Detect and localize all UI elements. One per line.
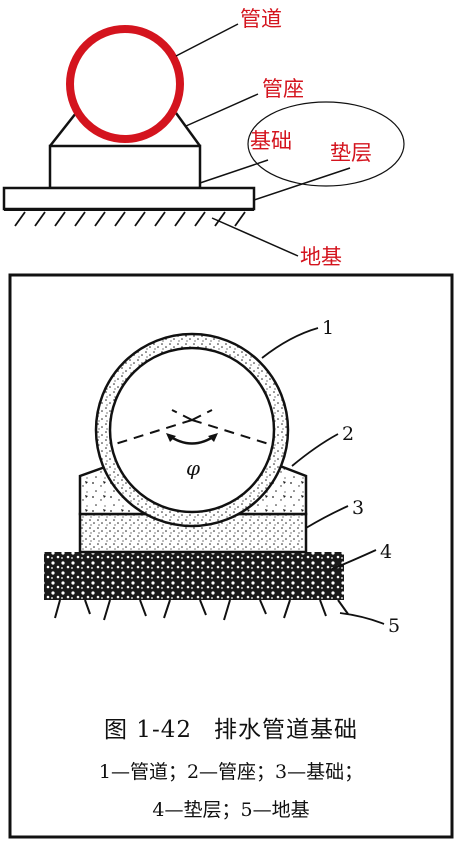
callout-1: 1	[322, 317, 334, 339]
label-subgrade: 地基	[300, 245, 342, 269]
figure-legend-line-1: 1—管道；2—管座；3—基础；	[98, 761, 364, 783]
figure-number: 图 1-42	[104, 717, 192, 743]
angle-lines	[111, 409, 273, 446]
gravel-cushion-layer	[44, 552, 344, 600]
callout-5: 5	[388, 615, 400, 637]
pipe-inner	[108, 346, 276, 514]
callout-2: 2	[342, 423, 354, 445]
figure-caption-title: 图 1-42 排水管道基础	[0, 710, 462, 744]
seat-leader	[185, 93, 259, 127]
seat-slope-right	[174, 112, 202, 147]
callout-4: 4	[380, 541, 392, 563]
callout-leaders	[261, 327, 385, 625]
textbook-figure-panel: φ 1 2 3 4 5 图 1-42 排水管道基础 1—管道；2—管座；3—基础；…	[0, 270, 462, 842]
simple-diagram-svg: 管道 管座 基础 垫层 地基	[2, 7, 405, 269]
angle-arrow-left	[166, 433, 176, 442]
cushion-slab	[2, 186, 256, 211]
seat-slope-left	[49, 112, 77, 147]
simple-pipe-foundation-diagram: 管道 管座 基础 垫层 地基	[0, 0, 462, 270]
angle-symbol: φ	[186, 456, 200, 480]
label-pipe: 管道	[240, 7, 282, 31]
label-cushion: 垫层	[330, 141, 372, 165]
textbook-figure-svg: φ 1 2 3 4 5	[8, 273, 454, 839]
callout-3: 3	[352, 497, 364, 519]
foundation-block	[48, 144, 202, 190]
label-pipe-seat: 管座	[262, 77, 304, 101]
subgrade-marks	[54, 599, 349, 621]
pipe-leader	[175, 23, 239, 57]
foundation-slab	[78, 512, 308, 554]
label-group-ellipse	[247, 101, 405, 187]
angle-arrow-right	[208, 433, 218, 442]
subgrade-leader	[211, 217, 299, 257]
ground-hatching	[14, 211, 246, 227]
foundation-leader	[199, 159, 269, 184]
label-foundation: 基础	[250, 129, 292, 153]
figure-title: 排水管道基础	[213, 717, 358, 743]
figure-legend-line-2: 4—垫层；5—地基	[152, 799, 310, 821]
pipe-circle	[66, 25, 184, 143]
